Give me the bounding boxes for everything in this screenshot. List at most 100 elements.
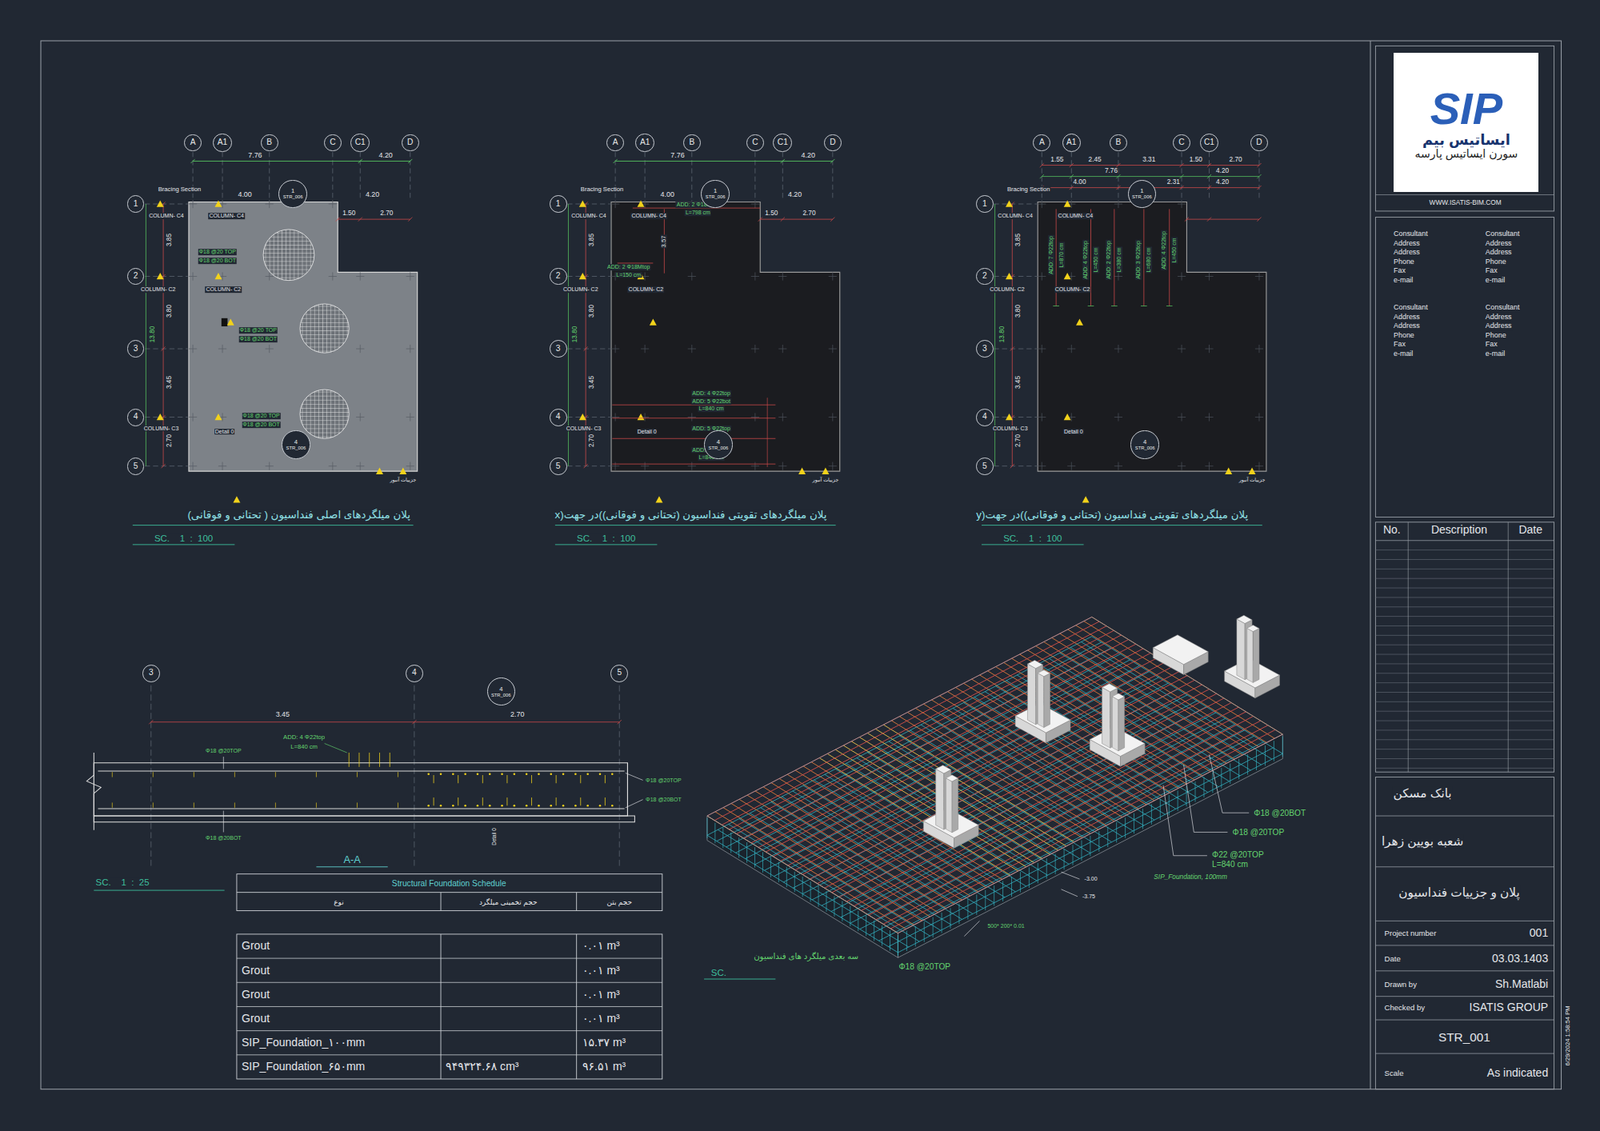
grid-label: 5 — [133, 462, 139, 472]
grid-cross — [782, 462, 784, 471]
drawing-line — [780, 159, 785, 164]
drawing-line — [1166, 305, 1173, 307]
grid-line — [644, 152, 646, 200]
grid-cross — [1071, 272, 1072, 280]
grid-cross — [782, 344, 784, 353]
grid-label: C1 — [355, 138, 366, 148]
drawing-line — [1088, 305, 1095, 307]
top-mesh — [765, 653, 1151, 853]
top-mesh — [843, 745, 1035, 864]
top-mesh — [1012, 658, 1204, 776]
drawing-label: سه بعدی میلگرد های فنداسیون — [752, 952, 860, 962]
rebar-dot — [537, 772, 540, 776]
drawing-label: Φ18 @20 BOT — [241, 421, 281, 428]
rebar-dot — [611, 772, 614, 776]
drawing-line — [830, 217, 835, 222]
add-bar — [348, 752, 350, 768]
drawing-line — [482, 775, 484, 784]
drawing-label: Sh.Matlabi — [1494, 978, 1549, 991]
column-face — [1044, 673, 1051, 728]
drawing-label: 4.00 — [236, 191, 252, 200]
rebar-dot — [440, 804, 443, 808]
drawing-label: COLUMN- C3 — [992, 425, 1029, 432]
drawing-label: Phone — [1484, 258, 1508, 267]
drawing-label: ADD: 5 Φ22bot — [691, 398, 732, 405]
grid-bubble: D — [824, 134, 842, 152]
grid-label: STR_006 — [708, 445, 729, 451]
section-marker — [1082, 496, 1090, 503]
drawing-label: SIP_Foundation, 100mm — [1152, 873, 1228, 881]
revision-row — [1375, 711, 1554, 712]
drawing-line — [275, 802, 276, 808]
section-marker — [156, 272, 164, 280]
stirrup — [1177, 790, 1179, 812]
grid-bubble: 3 — [549, 340, 568, 358]
leader-line — [1184, 764, 1195, 832]
drawing-label: Φ18 @20 TOP — [197, 248, 236, 256]
grid-bubble: A1 — [1062, 133, 1081, 152]
drawing-label: 3.80 — [165, 304, 173, 319]
drawing-label: 2.70 — [588, 433, 596, 448]
grid-label: D — [1256, 138, 1262, 148]
grid-cross — [1181, 344, 1183, 353]
grid-cross — [222, 200, 224, 208]
grid-bubble: 5 — [127, 457, 145, 476]
drawing-label: COLUMN- C2 — [562, 286, 600, 293]
drawing-label: 2.31 — [1166, 179, 1181, 187]
column-top — [936, 765, 952, 774]
drawing-line — [506, 797, 508, 806]
leader-line — [625, 800, 644, 808]
grid-cross — [268, 200, 270, 208]
dimension-line — [767, 397, 768, 468]
title-block-row — [1375, 866, 1554, 868]
top-mesh — [853, 707, 1239, 907]
rebar-dot — [537, 804, 540, 808]
drawing-label: Φ18 @20 BOT — [238, 336, 278, 343]
grid-label: 1 — [713, 188, 717, 195]
add-bar — [368, 752, 370, 768]
grid-cross — [409, 462, 411, 471]
grid-bubble: D — [401, 134, 420, 152]
drawing-line — [112, 802, 113, 808]
drawing-label: L=798 cm — [684, 209, 712, 216]
drawing-line — [1140, 305, 1148, 307]
grid-line — [150, 685, 152, 868]
grid-line — [832, 152, 833, 200]
drawing-label: جزییات آنبور — [812, 476, 840, 483]
grid-cross — [1258, 462, 1260, 471]
rebar-dot — [427, 804, 430, 808]
grid-label: C1 — [777, 138, 788, 148]
drawing-line — [234, 772, 236, 777]
drawing-label: 3.80 — [588, 304, 596, 319]
logo-text: SIP — [1430, 85, 1503, 133]
top-mesh — [721, 626, 1107, 826]
section-marker — [821, 468, 829, 475]
drawing-label: ۹۶.۵۱ m³ — [581, 1061, 627, 1074]
stirrup — [1037, 863, 1039, 884]
drawing-line — [1207, 163, 1212, 168]
grid-line — [993, 204, 1037, 205]
stirrup — [786, 867, 788, 888]
drawing-line — [358, 159, 363, 164]
drawing-label: COLUMN- C2 — [140, 286, 177, 293]
top-mesh — [890, 729, 1276, 929]
drawing-line — [580, 775, 581, 784]
section-marker — [376, 468, 384, 475]
drawing-label: Fax — [1484, 340, 1499, 349]
grid-cross — [192, 462, 194, 471]
rebar-line — [1143, 208, 1144, 306]
top-mesh — [868, 716, 1254, 916]
grid-cross — [691, 462, 692, 471]
grid-cross — [192, 272, 194, 280]
drawing-label: As indicated — [1486, 1067, 1549, 1080]
drawing-label: 001 — [1528, 927, 1549, 940]
grid-label: 4 — [412, 668, 417, 678]
grid-cross — [409, 344, 411, 353]
drawing-label: 1.50 — [341, 209, 356, 217]
top-mesh — [1028, 650, 1220, 768]
section-marker — [1005, 200, 1013, 208]
drawing-label: 3.45 — [275, 711, 291, 720]
rebar-dot — [476, 804, 480, 808]
drawing-line — [275, 772, 276, 777]
grid-cross — [222, 344, 224, 353]
